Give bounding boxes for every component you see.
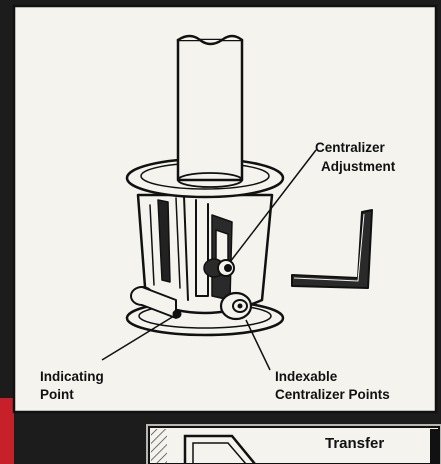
centralizer-tool [125, 34, 285, 337]
leader-indicating-point [101, 315, 175, 361]
transfer-inset-panel: Transfer [146, 424, 441, 464]
leader-centralizer-adjustment [229, 149, 317, 263]
label-point: Point [40, 387, 74, 402]
inset-frame [148, 426, 440, 464]
inset-edge-bar [430, 429, 438, 464]
hex-key-icon [291, 209, 373, 289]
label-centralizer-points: Centralizer Points [275, 387, 390, 402]
label-indicating: Indicating [40, 369, 104, 384]
label-transfer: Transfer [325, 435, 384, 452]
label-centralizer: Centralizer [315, 140, 386, 155]
label-indexable: Indexable [275, 369, 338, 384]
hatched-edge [151, 429, 167, 464]
label-adjustment: Adjustment [321, 159, 396, 174]
red-tab [0, 398, 14, 464]
inset-part-outline [183, 434, 256, 464]
leader-indexable-points [245, 319, 271, 371]
leader-lines [101, 149, 317, 371]
